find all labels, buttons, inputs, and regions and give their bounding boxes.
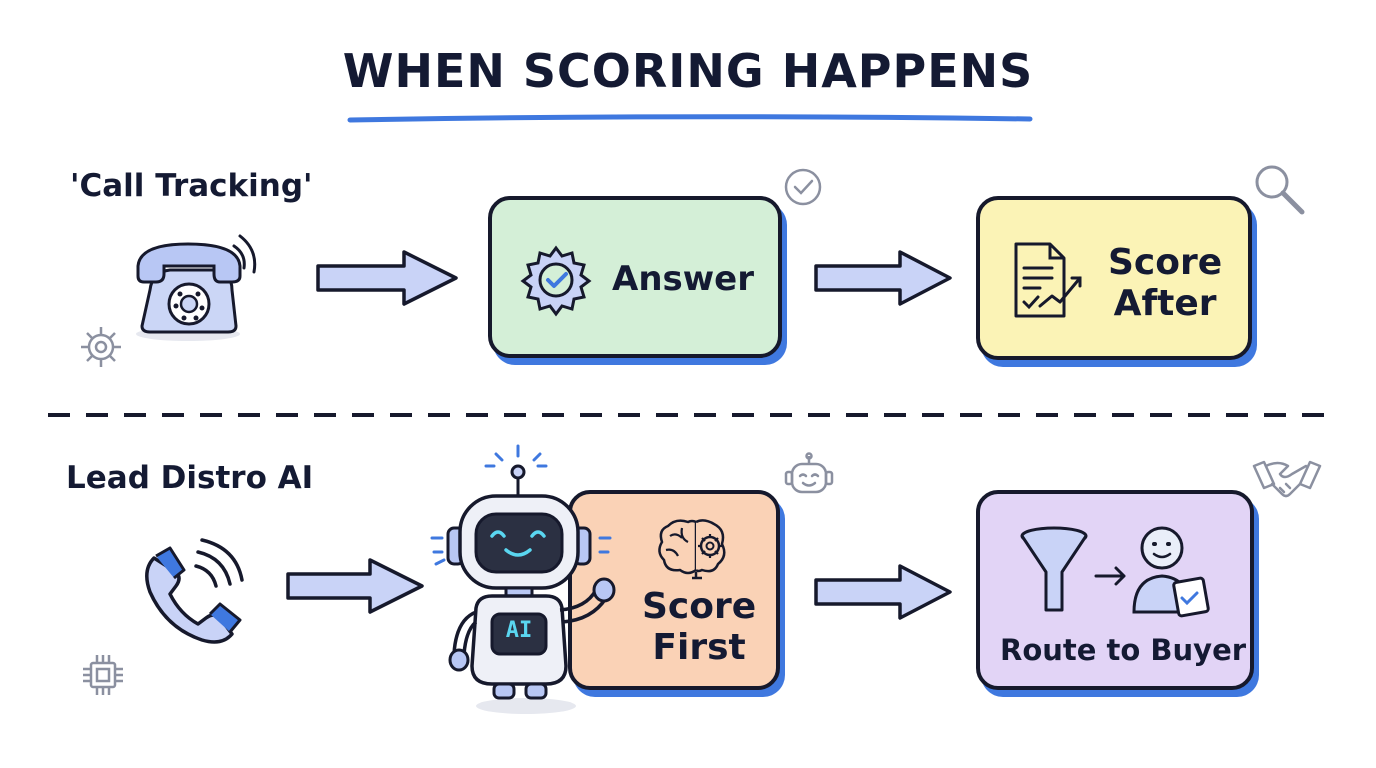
answer-card: Answer [488,196,782,358]
score-after-line1: Score [1108,242,1223,283]
funnel-to-buyer-icon [1020,526,1210,618]
handshake-icon [1252,460,1322,498]
telephone-icon [136,234,257,341]
score-first-line2: First [652,627,746,669]
lead-distro-label: Lead Distro AI [66,460,314,496]
call-tracking-label: 'Call Tracking' [70,168,313,204]
flow-arrow [814,250,952,306]
ai-robot-mascot [430,444,616,714]
score-after-card: Score After [976,196,1252,360]
gear-check-icon [520,245,592,317]
route-to-buyer-label: Route to Buyer [1000,633,1247,667]
phone-handset-icon [145,538,244,644]
chip-icon [83,655,123,695]
score-first-line1: Score [642,586,757,627]
answer-label: Answer [612,259,754,299]
route-to-buyer-card: Route to Buyer [976,490,1254,690]
robot-ai-badge: AI [505,618,533,643]
check-circle-icon [784,168,822,206]
score-after-line2: After [1113,283,1217,325]
flow-arrow [286,558,424,614]
score-after-label: Score After [1108,242,1222,325]
magnifier-icon [1255,165,1305,215]
score-first-label: Score First [642,586,756,669]
flow-arrow [814,564,952,620]
gear-icon [81,327,121,367]
title-underline [347,114,1033,123]
flow-arrow [316,250,458,306]
robot-face-icon [784,452,834,494]
section-divider [48,413,1326,417]
score-first-card: Score First [568,490,780,690]
brain-gear-icon [658,519,726,580]
document-chart-icon [1014,242,1082,318]
page-title: WHEN SCORING HAPPENS [342,44,1034,98]
